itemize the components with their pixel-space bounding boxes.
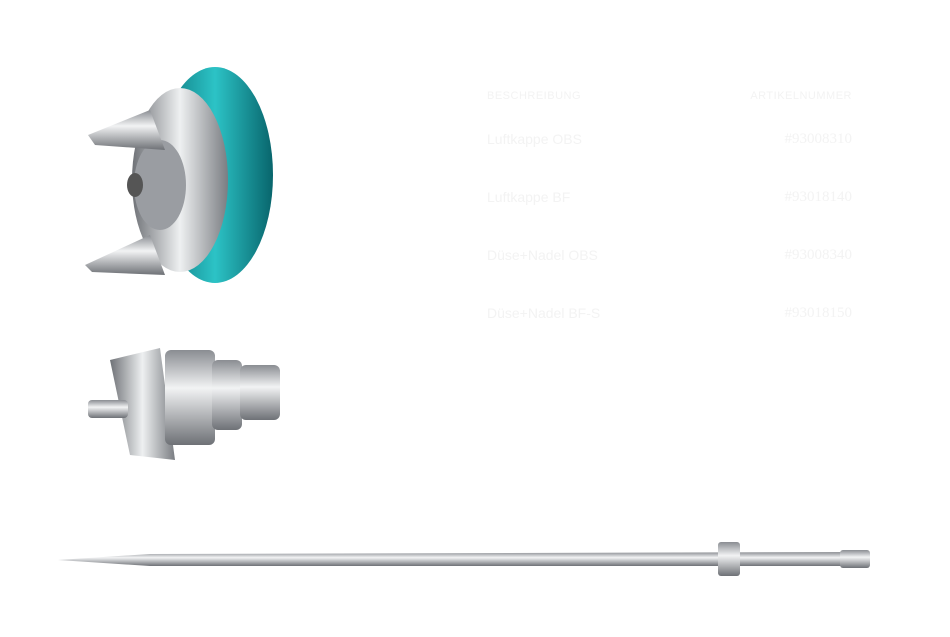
table-header: BESCHREIBUNG ARTIKELNUMMER <box>487 90 852 110</box>
parts-table: BESCHREIBUNG ARTIKELNUMMER Luftkappe OBS… <box>487 90 852 342</box>
header-description: BESCHREIBUNG <box>487 90 582 102</box>
row-article-number: #93018150 <box>784 304 853 321</box>
table-row: Düse+Nadel BF-S #93018150 <box>487 284 852 342</box>
table-row: Luftkappe OBS #93008310 <box>487 110 852 168</box>
header-article-number: ARTIKELNUMMER <box>750 90 852 102</box>
row-article-number: #93008310 <box>784 130 853 147</box>
row-description: Düse+Nadel OBS <box>487 247 598 263</box>
row-description: Luftkappe OBS <box>487 131 582 147</box>
row-article-number: #93018140 <box>784 188 853 205</box>
nozzle <box>88 348 280 460</box>
table-row: Luftkappe BF #93018140 <box>487 168 852 226</box>
row-description: Luftkappe BF <box>487 189 571 205</box>
air-cap <box>85 67 273 283</box>
table-row: Düse+Nadel OBS #93008340 <box>487 226 852 284</box>
row-article-number: #93008340 <box>784 246 853 263</box>
row-description: Düse+Nadel BF-S <box>487 305 601 321</box>
needle <box>58 542 870 576</box>
